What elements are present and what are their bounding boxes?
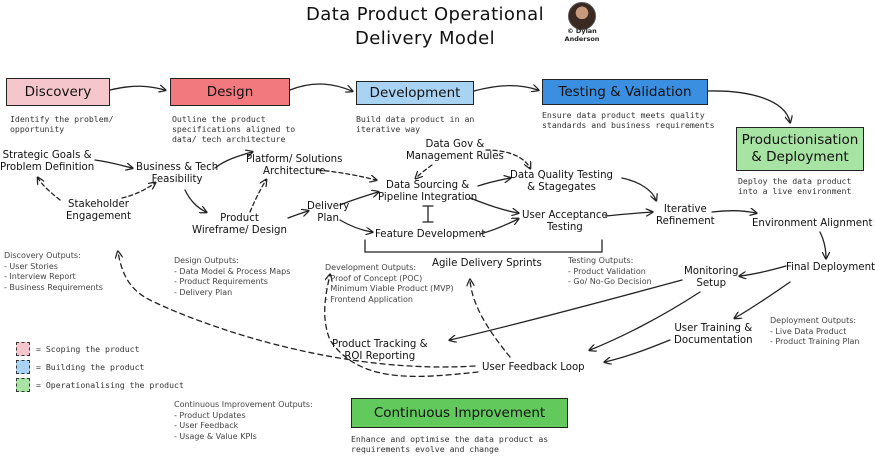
arrow-design-development: [289, 83, 352, 91]
stage-discovery-label: Discovery: [24, 83, 92, 100]
outputs-discovery: Discovery Outputs: - User Stories - Inte…: [4, 251, 103, 292]
stage-testing-label: Testing & Validation: [558, 83, 692, 100]
node-feature-development: Feature Development: [375, 229, 486, 240]
outputs-testing: Testing Outputs: - Product Validation - …: [568, 256, 652, 287]
stage-development: Development: [356, 81, 474, 105]
outputs-improvement-heading: Continuous Improvement Outputs:: [174, 400, 313, 409]
arrow-delivery-sourcing: [339, 192, 378, 206]
stage-production-label-1: Productionisation: [741, 132, 859, 148]
author-credit: © Dylan Anderson: [558, 27, 606, 43]
stage-improvement-label: Continuous Improvement: [373, 404, 546, 421]
legend-swatch-blue: [16, 360, 30, 374]
node-delivery-plan: Delivery Plan: [307, 201, 350, 224]
stage-production: Productionisation & Deployment: [736, 127, 864, 171]
stage-design-label: Design: [206, 83, 254, 100]
outputs-testing-heading: Testing Outputs:: [568, 256, 634, 265]
arrow-stakeholder-feasibility: [121, 183, 155, 199]
node-strategic-goals: Strategic Goals & Problem Definition: [0, 150, 95, 173]
outputs-improvement: Continuous Improvement Outputs: - Produc…: [174, 400, 313, 441]
arrow-development-testing: [473, 86, 538, 91]
node-final-deployment: Final Deployment: [786, 262, 875, 273]
stage-discovery: Discovery: [6, 78, 110, 106]
node-data-gov: Data Gov & Management Rules: [406, 139, 504, 162]
legend-item-building: = Building the product: [16, 358, 184, 376]
arrow-feasibility-wireframe: [184, 189, 206, 212]
arrow-delivery-feature: [339, 219, 372, 232]
stage-production-label-2: & Deployment: [751, 149, 849, 165]
stage-design: Design: [170, 78, 290, 106]
node-iterative-refinement: Iterative Refinement: [656, 204, 715, 227]
arrow-discovery-design: [109, 86, 165, 90]
arrow-training-feedback: [605, 339, 671, 362]
arrow-sourcing-dq: [477, 178, 510, 187]
title-line-2: Delivery Model: [354, 28, 496, 49]
arrow-strategic-feasibility: [94, 159, 132, 168]
stage-production-desc: Deploy the data product into a live envi…: [738, 176, 852, 196]
outputs-discovery-heading: Discovery Outputs:: [4, 251, 81, 260]
arrow-feedback-discovery: [118, 252, 476, 368]
node-stakeholder-engagement: Stakeholder Engagement: [66, 199, 131, 222]
arrow-wireframe-platform: [249, 180, 266, 213]
node-business-tech-feasibility: Business & Tech Feasibility: [136, 162, 219, 185]
node-agile-delivery-sprints: Agile Delivery Sprints: [432, 258, 542, 269]
arrow-platform-sourcing: [317, 169, 376, 180]
stage-development-desc: Build data product in an iterative way: [356, 114, 475, 134]
arrow-iterative-environment: [711, 211, 756, 213]
arrow-datagov-sourcing: [416, 164, 433, 178]
page-title: Data Product Operational Delivery Model: [285, 3, 565, 51]
arrow-feedback-testing: [470, 280, 511, 358]
arrow-monitoring-feedback: [590, 291, 701, 350]
stage-development-label: Development: [369, 84, 461, 101]
node-environment-alignment: Environment Alignment: [752, 218, 873, 229]
node-platform-architecture: Platform/ Solutions Architecture: [246, 154, 343, 177]
arrow-dq-iterative: [621, 177, 656, 200]
arrow-feature-uat: [479, 219, 518, 235]
outputs-development: Development Outputs: - Proof of Concept …: [325, 263, 454, 304]
legend-swatch-green: [16, 378, 30, 392]
stage-improvement-desc: Enhance and optimise the data product as…: [351, 434, 549, 454]
author-copyright: © Dylan: [567, 27, 597, 35]
outputs-design-heading: Design Outputs:: [174, 256, 239, 265]
arrow-datagov-dq: [485, 149, 530, 168]
author-surname: Anderson: [564, 34, 600, 43]
stage-discovery-desc: Identify the problem/ opportunity: [10, 114, 114, 134]
node-user-training: User Training & Documentation: [674, 323, 753, 346]
outputs-deployment-heading: Deployment Outputs:: [770, 316, 857, 325]
outputs-design: Design Outputs: - Data Model & Process M…: [174, 256, 291, 297]
arrow-environment-final: [819, 231, 826, 258]
legend-item-operationalising: = Operationalising the product: [16, 376, 184, 394]
outputs-deployment: Deployment Outputs: - Live Data Product …: [770, 316, 860, 347]
arrow-wireframe-delivery: [287, 211, 308, 219]
arrow-sourcing-uat: [469, 197, 518, 213]
arrow-final-monitoring: [740, 265, 787, 276]
arrow-monitoring-tracking: [450, 279, 683, 340]
node-user-feedback-loop: User Feedback Loop: [482, 362, 585, 373]
stage-testing-desc: Ensure data product meets quality standa…: [542, 110, 715, 130]
node-product-wireframe: Product Wireframe/ Design: [192, 213, 287, 236]
stage-design-desc: Outline the product specifications align…: [172, 114, 296, 144]
bar-sourcing-feature: [422, 205, 434, 223]
legend-item-scoping: = Scoping the product: [16, 340, 184, 358]
legend-swatch-pink: [16, 342, 30, 356]
node-monitoring-setup: Monitoring Setup: [684, 266, 739, 289]
node-product-tracking: Product Tracking & ROI Reporting: [332, 339, 428, 362]
arrow-stakeholder-strategic: [38, 178, 61, 201]
author-avatar: [568, 2, 596, 30]
title-line-1: Data Product Operational: [306, 4, 544, 25]
stage-improvement: Continuous Improvement: [351, 398, 568, 428]
stage-testing: Testing & Validation: [542, 79, 708, 105]
arrow-feasibility-platform: [214, 152, 252, 169]
node-data-quality-testing: Data Quality Testing & Stagegates: [510, 170, 614, 193]
arrow-uat-iterative: [605, 212, 652, 217]
agile-bracket: [364, 239, 603, 253]
outputs-development-heading: Development Outputs:: [325, 263, 417, 272]
arrow-feedback-development: [324, 275, 479, 378]
arrow-final-training: [735, 281, 791, 318]
legend: = Scoping the product = Building the pro…: [16, 340, 184, 394]
arrow-testing-production: [707, 90, 790, 122]
node-data-sourcing: Data Sourcing & Pipeline Integration: [378, 180, 478, 203]
node-user-acceptance-testing: User Acceptance Testing: [522, 210, 608, 233]
